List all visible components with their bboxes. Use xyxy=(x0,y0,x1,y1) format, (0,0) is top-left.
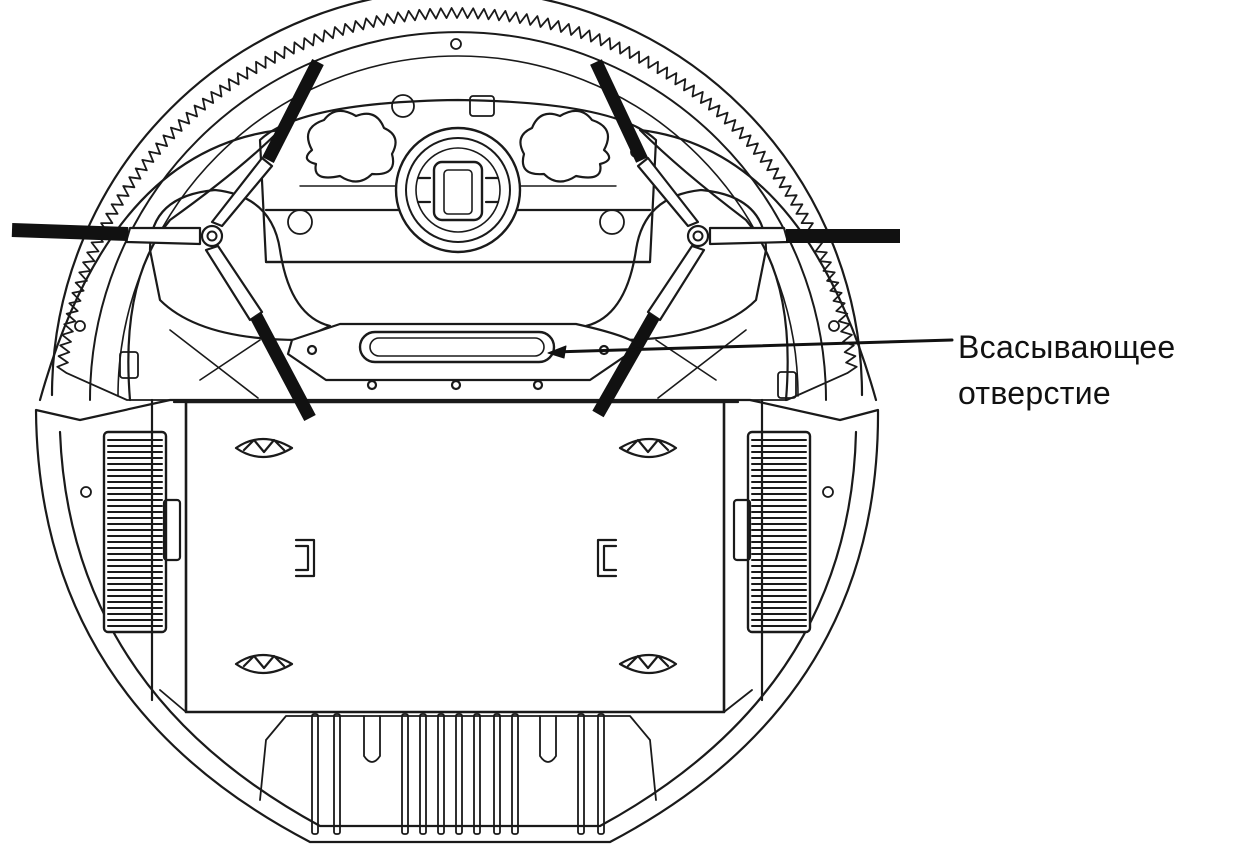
side-brush-arm-left-2 xyxy=(210,156,274,228)
comb-strip xyxy=(311,713,319,835)
screw-marker-tr xyxy=(618,437,678,459)
comb-strip xyxy=(597,713,605,835)
comb-strip xyxy=(511,713,519,835)
side-brush-arm-right-1 xyxy=(708,226,790,246)
caster-wheel xyxy=(394,126,522,254)
side-brush-arch-right xyxy=(638,128,878,402)
comb-strip xyxy=(455,713,463,835)
screw-right xyxy=(828,320,840,332)
bump-top-left xyxy=(391,94,415,118)
drive-wheel-left xyxy=(102,398,182,702)
side-brush-hub-left xyxy=(200,224,224,248)
bump-right xyxy=(599,209,625,235)
screw-marker-br xyxy=(618,653,678,675)
side-brush-arm-left-1 xyxy=(124,226,202,246)
clip-left xyxy=(119,351,139,379)
callout-label-line-2: отверстие xyxy=(958,375,1112,411)
screw-top xyxy=(450,38,462,50)
rear-skirt xyxy=(259,715,657,801)
side-brush-arm-left-3 xyxy=(204,244,264,322)
drive-wheel-right xyxy=(732,398,812,702)
strut-right xyxy=(657,329,747,399)
bristle-right-3 xyxy=(592,312,660,418)
side-brush-hub-right xyxy=(686,224,710,248)
screw-side-right xyxy=(822,486,834,498)
comb-loop xyxy=(363,715,381,763)
screw-marker-tl xyxy=(234,437,294,459)
inner-ring xyxy=(89,31,827,401)
battery-cover xyxy=(159,400,753,714)
bristle-left-3 xyxy=(250,312,316,422)
central-plate xyxy=(258,98,658,264)
strut-left xyxy=(169,329,259,399)
callout-leader-line xyxy=(552,338,954,354)
strut-left-2 xyxy=(199,339,261,381)
strut-right-2 xyxy=(655,339,717,381)
outer-bumper-line xyxy=(50,0,864,397)
side-brush-arm-right-3 xyxy=(646,244,706,322)
comb-strip xyxy=(419,713,427,835)
screw-marker-bl xyxy=(234,653,294,675)
bristle-left-1 xyxy=(11,223,129,241)
side-brush-left xyxy=(11,59,324,422)
suction-plate xyxy=(286,322,642,391)
comb-strip xyxy=(493,713,501,835)
bristle-left-2 xyxy=(262,59,324,163)
bristle-right-2 xyxy=(590,59,648,163)
comb-loop xyxy=(539,715,557,763)
latch-right xyxy=(596,538,618,578)
lower-body-inner xyxy=(58,430,858,828)
comb-strip xyxy=(437,713,445,835)
comb-strip xyxy=(333,713,341,835)
side-brush-arm-right-2 xyxy=(636,156,700,228)
callout-label-line-1: Всасывающее xyxy=(958,329,1176,365)
rear-comb xyxy=(311,713,605,835)
comb-strip xyxy=(577,713,585,835)
clip-top xyxy=(469,95,495,117)
latch-left xyxy=(294,538,316,578)
suction-opening-inner xyxy=(369,337,545,357)
side-brush-arch-left xyxy=(38,128,282,402)
brush-housing-left xyxy=(148,188,332,342)
screw-side-left xyxy=(80,486,92,498)
bump-left xyxy=(287,209,313,235)
side-brush-right xyxy=(590,59,900,418)
comb-strip xyxy=(401,713,409,835)
brush-housing-right xyxy=(584,188,768,342)
screw-left xyxy=(74,320,86,332)
cloud-port-left xyxy=(305,109,397,183)
cloud-port-right xyxy=(519,109,611,183)
suction-opening xyxy=(358,330,556,364)
comb-strip xyxy=(473,713,481,835)
callout-arrow-tip xyxy=(547,345,567,359)
clip-right xyxy=(777,371,797,399)
